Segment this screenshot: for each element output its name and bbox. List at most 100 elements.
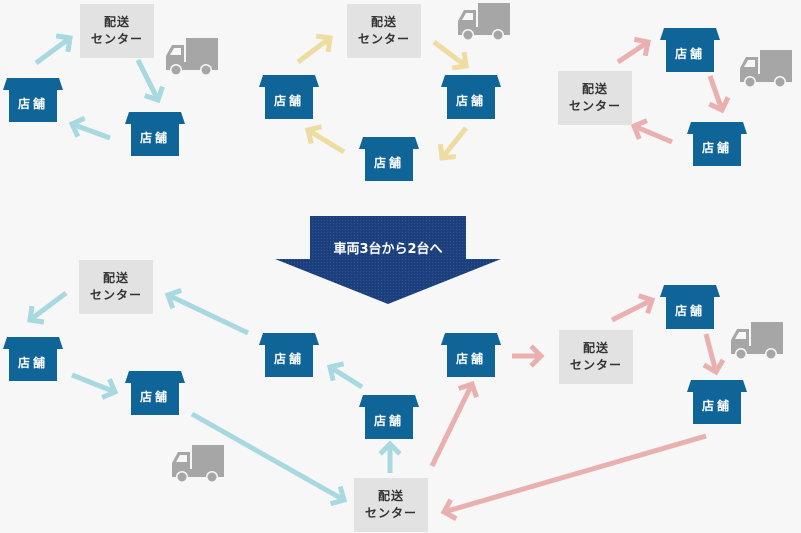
store: 店舗 [359,395,419,439]
store-label: 店舗 [139,131,170,145]
route-arrow-blue [164,287,250,336]
store-roof [441,75,501,87]
route-arrow-yellow [296,33,333,64]
store-body [131,382,179,415]
store-label: 店舗 [17,356,48,370]
truck-icon [456,3,510,41]
center-label-line2: センター [569,358,622,372]
route-arrow-pink [610,293,656,323]
store-body [666,39,714,72]
reduction-banner: 車両3台から2台へ [275,216,501,304]
store-body [447,86,495,119]
store-body [265,86,313,119]
banner-text: 車両3台から2台へ [333,242,443,257]
store-label: 店舗 [455,94,486,108]
store: 店舗 [687,122,747,166]
store-roof [3,337,63,349]
store: 店舗 [125,112,185,156]
center-label-line2: センター [89,288,142,302]
route-arrow-pink [512,344,545,368]
store-roof [687,122,747,134]
route-arrow-pink [707,75,731,114]
store-roof [441,333,501,345]
route-arrow-yellow [437,126,468,161]
store-roof [125,112,185,124]
route-arrow-pink [630,118,673,145]
route-arrow-blue [68,115,111,141]
store-roof [259,75,319,87]
store: 店舗 [660,28,720,72]
store-label: 店舗 [701,399,732,413]
route-arrow-blue [190,411,348,507]
store-label: 店舗 [273,94,304,108]
route-arrow-blue [327,361,364,390]
center-label-line1: 配送 [103,15,130,29]
distribution-center: 配送 センター [80,4,154,58]
store-body [365,148,413,181]
route-arrow-blue [135,58,165,104]
store-roof [687,380,747,392]
route-arrow-pink [429,380,479,468]
store-roof [259,333,319,345]
store: 店舗 [259,75,319,119]
distribution-center: 配送 センター [559,330,633,384]
route-arrow-blue [27,291,68,325]
store: 店舗 [359,137,419,181]
center-label-line2: センター [364,506,417,520]
center-label-line1: 配送 [102,271,129,285]
center-label-line1: 配送 [370,15,397,29]
center-label-line2: センター [90,32,143,46]
store: 店舗 [125,371,185,415]
store-body [131,123,179,156]
store-label: 店舗 [139,390,170,404]
center-label-line1: 配送 [582,341,609,355]
store: 店舗 [441,333,501,377]
store-roof [660,28,720,40]
store-body [447,344,495,377]
store-body [693,133,741,166]
truck-icon [164,38,218,76]
store-label: 店舗 [455,352,486,366]
center-label-line1: 配送 [377,489,404,503]
store-label: 店舗 [273,352,304,366]
route-arrow-yellow [304,124,346,155]
route-arrow-blue [34,33,73,66]
store-roof [359,395,419,407]
store-body [693,391,741,424]
store-label: 店舗 [373,156,404,170]
truck-icon [729,322,783,360]
store-body [9,348,57,381]
store-label: 店舗 [373,414,404,428]
store-label: 店舗 [701,141,732,155]
route-arrow-pink [440,433,707,521]
store-label: 店舗 [674,47,705,61]
distribution-center: 配送 センター [347,4,421,58]
down-arrow-icon [275,216,501,304]
store-roof [3,78,63,90]
store: 店舗 [259,333,319,377]
store-body [265,344,313,377]
center-label-line2: センター [357,32,410,46]
store-body [365,406,413,439]
distribution-center: 配送 センター [79,260,153,314]
route-arrow-pink [702,333,726,376]
route-arrow-pink [616,36,651,65]
truck-icon [738,50,792,88]
store: 店舗 [441,75,501,119]
distribution-center: 配送 センター [558,71,632,125]
store-roof [359,137,419,149]
truck-icon [170,445,224,483]
center-label-line2: センター [568,99,621,113]
store-label: 店舗 [17,97,48,111]
store-body [666,296,714,329]
store: 店舗 [687,380,747,424]
store-roof [660,285,720,297]
store-label: 店舗 [674,304,705,318]
store: 店舗 [3,78,63,122]
distribution-center: 配送 センター [354,478,428,532]
center-label-line1: 配送 [581,82,608,96]
route-arrow-blue [71,372,119,400]
store: 店舗 [660,285,720,329]
